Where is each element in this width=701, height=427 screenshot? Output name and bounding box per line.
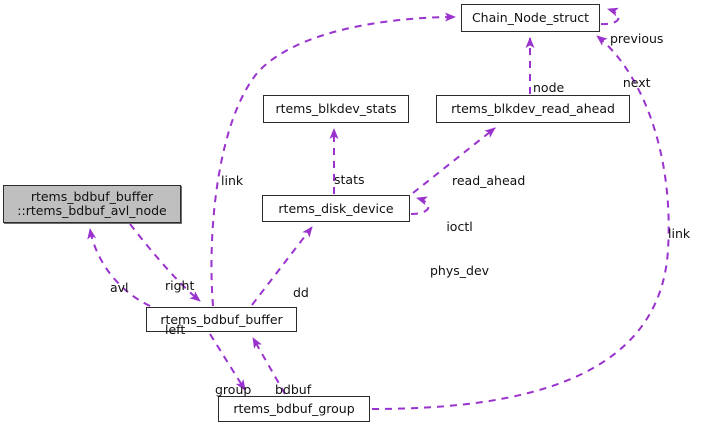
edge-disk-to-read-ahead	[412, 127, 496, 194]
edge-avlnode-to-buffer-rightleft	[129, 223, 201, 302]
node-rtems-blkdev-read-ahead[interactable]: rtems_blkdev_read_ahead	[436, 95, 630, 123]
edge-buffer-to-group	[209, 333, 246, 391]
edge-label-link-left: link	[221, 146, 243, 216]
edge-label-line1: right	[165, 278, 195, 293]
edge-buffer-to-disk-dd	[251, 226, 313, 306]
edge-label-line1: avl	[110, 280, 129, 295]
node-label-line2: ::rtems_bdbuf_avl_node	[17, 203, 167, 218]
node-rtems-blkdev-stats[interactable]: rtems_blkdev_stats	[263, 95, 409, 123]
edge-label-ioctl-phys-dev: ioctl phys_dev	[430, 191, 489, 307]
edge-label-read-ahead: read_ahead	[452, 146, 525, 216]
edge-label-line1: node	[533, 80, 565, 95]
edge-label-line2: next	[622, 74, 651, 90]
edge-label-stats: stats	[334, 145, 365, 215]
edge-label-line1: link	[668, 226, 691, 241]
edge-label-previous-next: previous next	[610, 3, 663, 119]
node-label-line1: Chain_Node_struct	[471, 10, 590, 25]
edge-label-line2: phys_dev	[430, 262, 490, 278]
node-label-line1: rtems_bdbuf_buffer	[30, 189, 154, 204]
node-label-line1: rtems_disk_device	[278, 200, 394, 216]
edge-label-bdbuf: bdbuf	[275, 355, 311, 425]
edge-label-line1: link	[221, 173, 244, 188]
edge-label-line2: left	[165, 321, 186, 337]
edge-label-link-right: link	[668, 199, 690, 269]
edge-group-to-chain-link	[371, 35, 670, 410]
node-rtems-bdbuf-buffer[interactable]: rtems_bdbuf_buffer	[146, 307, 297, 332]
edge-group-to-buffer-bdbuf	[252, 337, 286, 395]
edge-label-right-left: right left	[165, 250, 194, 366]
edge-label-line1: group	[215, 382, 252, 397]
edge-label-line1: previous	[610, 31, 664, 46]
node-label-line1: rtems_blkdev_read_ahead	[451, 101, 615, 116]
edge-label-dd: dd	[293, 258, 309, 328]
node-rtems-bdbuf-group[interactable]: rtems_bdbuf_group	[218, 396, 370, 422]
edge-disk-self-ioctl-physdev	[410, 196, 430, 215]
edge-label-line1: read_ahead	[452, 173, 526, 188]
edge-label-line1: ioctl	[446, 219, 473, 234]
edge-label-line1: bdbuf	[275, 382, 312, 397]
edge-chain-self-previous-next	[600, 7, 620, 26]
edge-label-node: node	[533, 53, 564, 123]
node-rtems-bdbuf-buffer-avl-node[interactable]: rtems_bdbuf_buffer ::rtems_bdbuf_avl_nod…	[3, 185, 181, 223]
node-chain-node-struct[interactable]: Chain_Node_struct	[461, 4, 600, 32]
edge-label-line1: stats	[334, 172, 365, 187]
edge-label-line1: dd	[293, 285, 309, 300]
node-label-line1: rtems_bdbuf_buffer	[160, 311, 283, 327]
node-label-line1: rtems_bdbuf_group	[233, 401, 355, 416]
edge-label-avl: avl	[110, 253, 129, 323]
edge-label-group: group	[215, 355, 251, 425]
edge-buffer-to-avl-node	[87, 228, 151, 307]
node-label-line1: rtems_blkdev_stats	[275, 101, 397, 116]
node-rtems-disk-device[interactable]: rtems_disk_device	[262, 195, 410, 222]
